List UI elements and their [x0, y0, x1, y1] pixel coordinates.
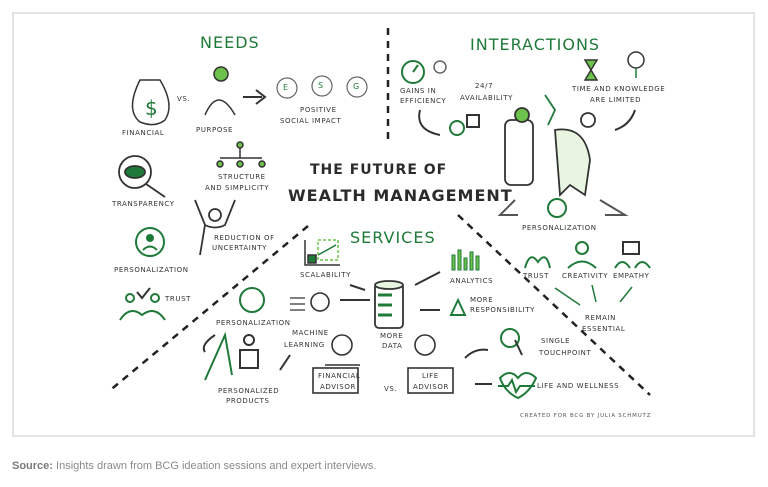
esg-icons: [276, 75, 368, 99]
personalization-icon: [135, 227, 165, 257]
source-label: Source:: [12, 460, 53, 472]
products-label-2: Products: [226, 397, 270, 405]
scalability-chart-icon: [304, 239, 340, 266]
database-icon: [374, 280, 404, 329]
personalization-icon-interactions: [547, 198, 567, 218]
structure-tree-icon: [216, 141, 266, 168]
illustration-frame: [12, 12, 755, 437]
personalized-products-icon: [204, 331, 259, 381]
arrow-to-scalability-icon: [349, 284, 366, 291]
arrow-to-analytics-icon: [414, 271, 441, 286]
trust-label-interactions: Trust: [523, 272, 549, 280]
social-impact-label-1: Positive: [300, 106, 337, 114]
time-label-2: are limited: [590, 96, 642, 104]
services-heading: SERVICES: [350, 228, 436, 247]
svg-text:$: $: [145, 96, 158, 120]
structure-label-1: Structure: [218, 173, 266, 181]
arrows-to-remain-essential: [554, 284, 633, 306]
interactions-heading: INTERACTIONS: [470, 35, 601, 54]
arrow-to-products-icon: [202, 334, 216, 353]
handshake-people-icon: [504, 94, 596, 198]
warning-icon: [449, 297, 467, 316]
clock-chat-icon: [449, 114, 480, 136]
esg-e: E: [283, 83, 289, 92]
arrow-right-icon: [243, 89, 267, 105]
ml-label-2: Learning: [284, 341, 325, 349]
data-label-1: More: [380, 332, 404, 340]
vs-label-services: vs.: [384, 385, 398, 393]
transparency-label: Transparency: [112, 200, 175, 208]
creativity-icon: [567, 241, 597, 269]
products-label-1: Personalized: [218, 387, 280, 395]
empathy-icon: [614, 241, 651, 269]
personalization-label-services: Personalization: [216, 319, 291, 327]
machine-learning-bulb-icon: [290, 292, 330, 312]
data-label-2: Data: [382, 342, 403, 350]
financial-advisor-label-2: Advisor: [320, 383, 356, 391]
scalability-label: Scalability: [300, 271, 351, 279]
financial-advisor-icon: [312, 334, 360, 394]
purpose-label: Purpose: [196, 126, 234, 134]
personalization-icon-services: [239, 287, 265, 313]
responsibility-label-1: More: [470, 296, 494, 304]
purpose-person-icon: [204, 66, 236, 116]
needs-heading: NEEDS: [200, 33, 260, 52]
touch-hand-icon: [500, 328, 523, 356]
vs-label: vs.: [177, 95, 191, 103]
trust-label-needs: Trust: [165, 295, 191, 303]
time-label-1: Time and Knowledge: [572, 85, 666, 93]
arrow-to-touchpoint-icon: [464, 348, 489, 359]
wellness-label: Life and Wellness: [537, 382, 620, 390]
gains-label-2: Efficiency: [400, 97, 447, 105]
title-line-1: THE FUTURE OF: [310, 162, 448, 178]
uncertainty-label-2: Uncertainty: [212, 244, 267, 252]
gear-icon: [433, 60, 447, 74]
source-caption: Source: Insights drawn from BCG ideation…: [12, 460, 376, 472]
divider-diagonal-right: [457, 214, 651, 396]
analytics-bars-icon: [451, 249, 480, 271]
touchpoint-label-2: Touchpoint: [539, 349, 592, 357]
uncertainty-person-icon: [194, 199, 236, 256]
transparency-eye-icon: [118, 155, 166, 198]
creativity-label: Creativity: [562, 272, 609, 280]
curved-arrow-icon: [418, 109, 441, 136]
responsibility-label-2: Responsibility: [470, 306, 535, 314]
lightbulb-tree-icon: [627, 51, 645, 78]
availability-label-1: 24/7: [475, 82, 494, 90]
social-impact-label-2: Social Impact: [280, 117, 342, 125]
remain-label-2: Essential: [582, 325, 626, 333]
trust-handshake-icon: [119, 287, 166, 321]
illustrator-credit: CREATED FOR BCG BY JULIA SCHMUTZ: [520, 413, 652, 419]
personalization-label-interactions: Personalization: [522, 224, 597, 232]
ml-label-1: Machine: [292, 329, 329, 337]
arrow-from-ml-icon: [279, 354, 291, 371]
source-text: Insights drawn from BCG ideation session…: [52, 460, 377, 472]
esg-g: G: [353, 82, 360, 91]
uncertainty-label-1: Reduction of: [214, 234, 275, 242]
life-advisor-icon: [407, 334, 454, 394]
brackets-chevrons: [497, 199, 629, 216]
trust-icon-interactions: [524, 256, 551, 269]
hourglass-icon: [583, 59, 599, 81]
remain-label-1: Remain: [585, 314, 617, 322]
esg-s: S: [318, 81, 324, 90]
money-bag-icon: $: [131, 79, 170, 126]
title-line-2: WEALTH MANAGEMENT: [288, 186, 513, 205]
structure-label-2: and Simplicity: [205, 184, 270, 192]
financial-label: Financial: [122, 129, 165, 137]
gains-label-1: Gains in: [400, 87, 437, 95]
arrow-up-right-icon: [614, 109, 636, 131]
financial-advisor-label-1: Financial: [318, 372, 361, 380]
heart-pulse-icon: [498, 372, 538, 400]
personalization-label-needs: Personalization: [114, 266, 189, 274]
availability-label-2: Availability: [460, 94, 513, 102]
touchpoint-label-1: Single: [541, 337, 571, 345]
divider-diagonal-left: [107, 225, 309, 393]
stopwatch-icon: [401, 60, 425, 84]
analytics-label: Analytics: [450, 277, 494, 285]
life-advisor-label-1: Life: [422, 372, 439, 380]
empathy-label: Empathy: [613, 272, 650, 280]
life-advisor-label-2: Advisor: [413, 383, 449, 391]
